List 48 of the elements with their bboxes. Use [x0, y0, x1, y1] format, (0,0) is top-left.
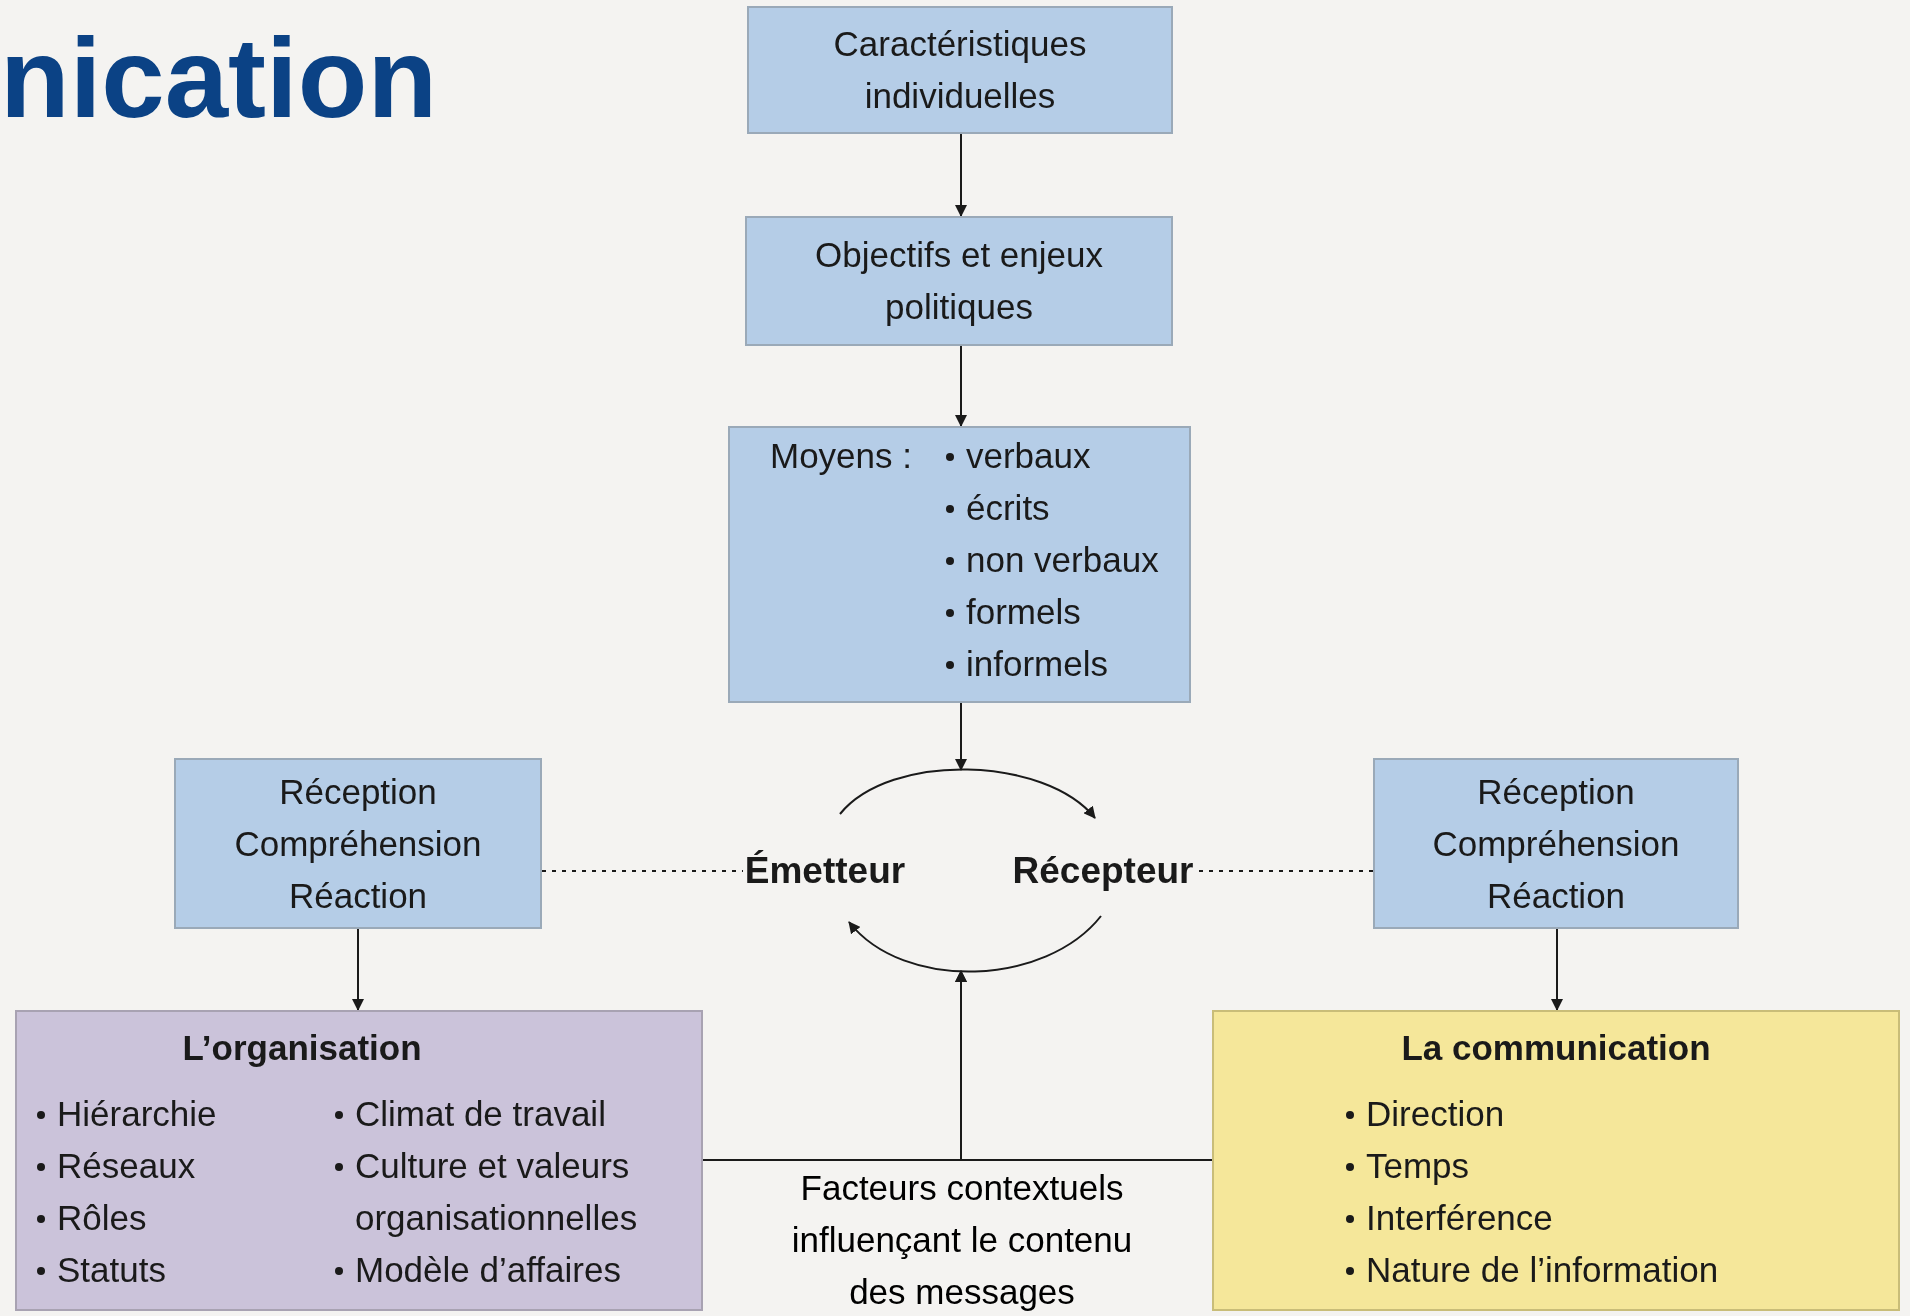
list-item: Culture et valeurs organisationnelles	[333, 1140, 683, 1244]
list-item: informels	[944, 638, 1159, 690]
list-item: Hiérarchie	[35, 1088, 217, 1140]
list-item: Modèle d’affaires	[333, 1244, 683, 1296]
arrow	[839, 768, 1096, 819]
role-label: Récepteur	[1003, 845, 1203, 897]
role-label: Émetteur	[735, 845, 915, 897]
list-item: écrits	[944, 482, 1159, 534]
arrow	[848, 915, 1102, 973]
arrow	[955, 345, 967, 427]
title-text: nication	[0, 13, 438, 143]
context-panel	[1212, 1010, 1900, 1311]
context-panel	[15, 1010, 703, 1311]
process-box	[728, 426, 1191, 703]
box-text: Réaction	[288, 874, 428, 917]
process-box	[747, 6, 1173, 134]
box-text: Réaction	[1486, 874, 1626, 917]
process-box	[1373, 758, 1739, 929]
panel-heading: L’organisation	[181, 1027, 423, 1069]
dotted-connector	[541, 870, 744, 872]
box-text: Réception	[279, 770, 437, 813]
box-text: Moyens :	[770, 435, 912, 477]
arrow	[955, 970, 1213, 1161]
box-text: Compréhension	[234, 822, 482, 865]
caption-text: Facteurs contextuels influençant le contenu des messages	[790, 1167, 1134, 1313]
list-item: verbaux	[944, 430, 1159, 482]
list-item: Temps	[1344, 1140, 1719, 1192]
arrow	[955, 702, 967, 771]
arrow	[352, 928, 364, 1011]
list-item: Statuts	[35, 1244, 217, 1296]
dotted-connector	[1198, 870, 1374, 872]
list-item: Direction	[1344, 1088, 1719, 1140]
arrow	[1551, 928, 1563, 1011]
list-item: formels	[944, 586, 1159, 638]
list-item: Climat de travail	[333, 1088, 683, 1140]
box-text: Objectifs et enjeux politiques	[814, 234, 1104, 328]
box-text: Réception	[1477, 770, 1635, 813]
process-box	[174, 758, 542, 929]
list-item: Réseaux	[35, 1140, 217, 1192]
box-text: Compréhension	[1432, 822, 1680, 865]
box-text: Caractéristiques individuelles	[832, 23, 1088, 117]
panel-heading: La communication	[1400, 1027, 1712, 1069]
arrow	[955, 133, 967, 217]
list-item: non verbaux	[944, 534, 1159, 586]
list-item: Nature de l’information	[1344, 1244, 1719, 1296]
list-item: Rôles	[35, 1192, 217, 1244]
process-box	[745, 216, 1173, 346]
list-item: Interférence	[1344, 1192, 1719, 1244]
